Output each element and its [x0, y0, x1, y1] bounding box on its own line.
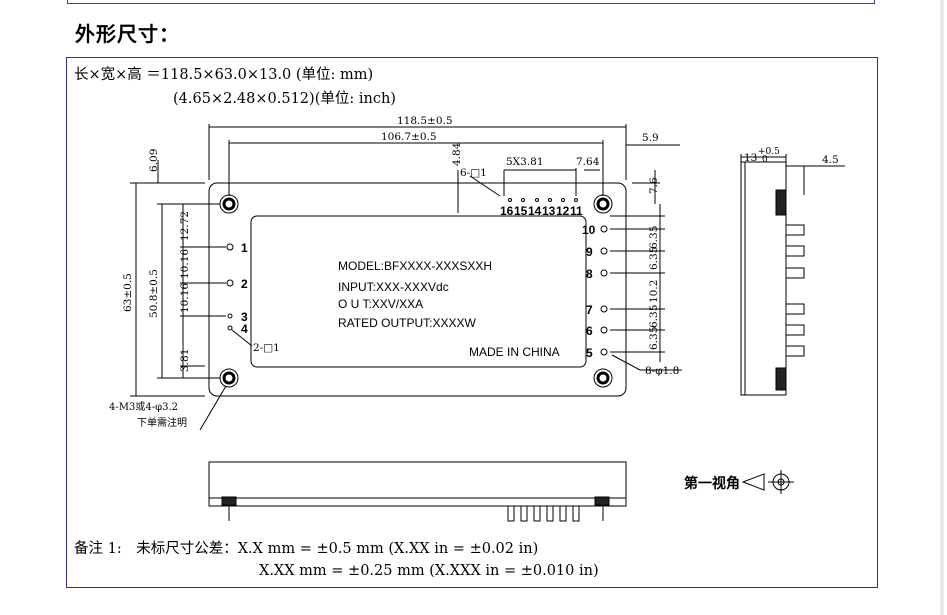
- pin-2: [226, 279, 234, 287]
- dim-right-gap: 6.35: [648, 327, 660, 350]
- pin-number: 4: [241, 322, 248, 336]
- dim-pin-end: 7.64: [576, 156, 600, 168]
- top-frame-edge: [67, 0, 875, 4]
- pin-10: [600, 225, 608, 233]
- dim-right-gap: 10.2: [648, 280, 660, 303]
- label-model: MODEL:BFXXXX-XXXSXXH: [338, 259, 492, 273]
- dim-left-gap-3: 10.16: [179, 283, 191, 313]
- pin-7: [600, 305, 608, 313]
- dim-side-pin-len: 4.5: [822, 154, 839, 166]
- dim-left-bottom: 3.81: [179, 349, 191, 372]
- dim-side-tol-plus: +0.5: [758, 147, 780, 157]
- top-pins: [508, 198, 578, 202]
- bottom-view-body: [208, 461, 627, 507]
- callout-mount-holes: 4-M3或4-φ3.2: [109, 401, 178, 413]
- dim-left-gap-2: 10.16: [179, 249, 191, 279]
- label-made-in: MADE IN CHINA: [469, 345, 560, 359]
- dim-hole-height: 50.8±0.5: [148, 269, 160, 318]
- tolerance-note-line1: 备注 1: 未标尺寸公差：X.X mm = ±0.5 mm (X.XX in =…: [74, 541, 539, 557]
- projection-symbol: [741, 470, 794, 494]
- callout-pin-dia: 8-φ1.8: [645, 365, 679, 377]
- callout-left-connector: 2-□1: [253, 342, 280, 354]
- projection-label: 第一视角: [684, 475, 740, 492]
- dim-side-height: 13: [744, 152, 757, 164]
- label-input: INPUT:XXX-XXXVdc: [338, 280, 449, 294]
- pin-number: 1: [241, 241, 248, 255]
- pin-number: 7: [586, 303, 593, 317]
- dim-left-gap-1: 12.72: [179, 211, 191, 241]
- dim-overall-height: 63±0.5: [122, 273, 134, 312]
- pin-number: 2: [241, 277, 248, 291]
- label-output: O U T:XXV/XXA: [338, 297, 423, 311]
- pin-number: 10: [582, 223, 596, 237]
- drawing-frame: [66, 57, 878, 588]
- dim-left-top: 6.09: [148, 149, 160, 172]
- dim-right-gap: 6.35: [648, 247, 660, 270]
- bottom-view-pins: [507, 506, 580, 522]
- pin-number: 11: [570, 204, 583, 218]
- dim-hole-spacing: 106.7±0.5: [381, 131, 437, 143]
- callout-mount-note: 下单需注明: [137, 416, 187, 429]
- tolerance-note-line2: X.XX mm = ±0.25 mm (X.XXX in = ±0.010 in…: [259, 563, 599, 579]
- mount-hole-top-right: [593, 194, 613, 214]
- label-area: [250, 215, 587, 368]
- pin-number: 13: [542, 204, 556, 218]
- pin-number: 15: [514, 204, 528, 218]
- dim-top-offset: 4.84: [451, 142, 463, 166]
- pin-number: 8: [586, 267, 593, 281]
- module-outline: [208, 182, 627, 397]
- top-pin-numbers: 16 15 14 13 12 11: [500, 204, 583, 218]
- pin-1: [226, 243, 234, 251]
- metric-dimensions: 长×宽×高 ＝118.5×63.0×13.0 (单位: mm): [74, 67, 374, 83]
- dim-pin-pitch: 5X3.81: [506, 156, 544, 168]
- dim-right-offset: 5.9: [642, 132, 659, 144]
- section-heading: 外形尺寸：: [75, 22, 180, 46]
- pin-6: [600, 326, 608, 334]
- pin-3: [227, 313, 233, 319]
- pin-number: 3: [241, 310, 248, 324]
- page-edge: [940, 0, 944, 615]
- pin-5: [600, 348, 608, 356]
- pin-number: 5: [586, 346, 593, 360]
- pin-number: 16: [500, 204, 514, 218]
- dim-right-top: 7.6: [648, 177, 660, 194]
- label-rated: RATED OUTPUT:XXXXW: [338, 316, 476, 330]
- pin-8: [600, 269, 608, 277]
- imperial-dimensions: (4.65×2.48×0.512)(单位: inch): [173, 91, 396, 107]
- pin-number: 14: [528, 204, 542, 218]
- dim-side-tol-minus: 0: [762, 155, 768, 165]
- pin-4: [227, 325, 233, 331]
- side-view-pins: [785, 224, 805, 357]
- dim-overall-length: 118.5±0.5: [397, 115, 453, 127]
- pin-number: 12: [556, 204, 570, 218]
- pin-number: 6: [586, 324, 593, 338]
- pin-number: 9: [586, 245, 593, 259]
- mount-hole-top-left: [219, 194, 239, 214]
- callout-top-connector: 6-□1: [460, 167, 487, 179]
- mount-hole-bottom-left: [219, 368, 239, 388]
- pin-9: [600, 247, 608, 255]
- mount-hole-bottom-right: [593, 368, 613, 388]
- dim-right-gap: 6.35: [648, 305, 660, 328]
- dim-right-gap: 6.35: [648, 226, 660, 249]
